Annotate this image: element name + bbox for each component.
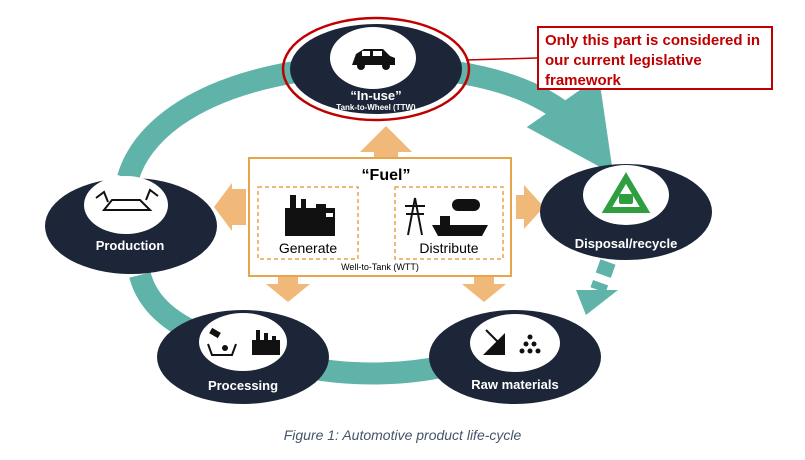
callout-connector — [465, 57, 538, 61]
disposal-label: Disposal/recycle — [575, 236, 678, 251]
fuel-title: “Fuel” — [362, 167, 411, 184]
ttw-label: Tank-to-Wheel (TTW) — [336, 103, 416, 112]
in-use-label: “In-use” — [350, 88, 401, 103]
fuel-box: “Fuel” Generate Distribute Well-to-Tank … — [248, 157, 512, 277]
robot-assembly-icon — [95, 188, 159, 211]
wtt-label: Well-to-Tank (WTT) — [341, 262, 419, 272]
production-label: Production — [96, 238, 165, 253]
callout-line-3: framework — [545, 72, 621, 89]
arrow-down-to-raw — [462, 272, 506, 302]
factory-icon — [207, 327, 280, 356]
arrow-left-to-production — [214, 183, 246, 231]
generate-box — [257, 186, 359, 260]
arrow-down-to-processing — [266, 272, 310, 302]
node-disposal: Disposal/recycle — [540, 164, 712, 260]
recycle-icon — [601, 172, 651, 213]
distribute-box — [394, 186, 504, 260]
car-icon — [352, 49, 395, 70]
node-in-use: “In-use” Tank-to-Wheel (TTW) — [281, 16, 471, 122]
callout-line-2: our current legislative — [545, 52, 702, 69]
legislative-callout: Only this part is considered in our curr… — [537, 26, 773, 90]
arrow-right-to-disposal — [516, 185, 544, 229]
node-production: Production — [45, 176, 217, 274]
mining-icon — [483, 329, 541, 355]
processing-label: Processing — [208, 378, 278, 393]
ship-pipeline-icon — [432, 199, 488, 236]
generate-label: Generate — [279, 240, 338, 256]
figure-caption: Figure 1: Automotive product life-cycle — [283, 427, 522, 443]
distribute-label: Distribute — [419, 240, 478, 256]
dashed-return-arrow — [576, 259, 618, 315]
node-raw-materials: Raw materials — [429, 310, 601, 404]
callout-line-1: Only this part is considered in — [545, 32, 761, 49]
oil-refinery-icon — [285, 195, 335, 236]
node-processing: Processing — [157, 310, 329, 404]
power-tower-icon — [405, 197, 425, 236]
raw-materials-label: Raw materials — [471, 377, 558, 392]
arrow-up-to-in-use — [360, 126, 412, 158]
